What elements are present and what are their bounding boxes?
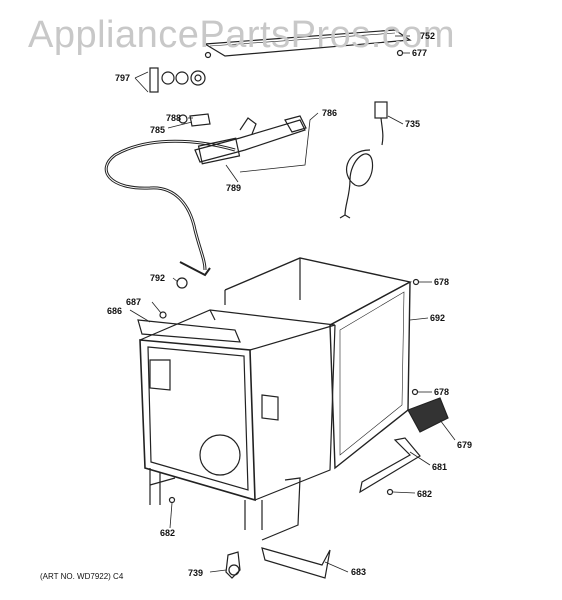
callout-735: 735: [405, 119, 421, 129]
leader-lines: [129, 35, 456, 573]
callout-678-upper: 678: [434, 277, 450, 287]
screw-part: [168, 496, 176, 504]
leveling-leg-part: [225, 551, 241, 579]
top-panel-part: [203, 29, 412, 57]
clip-part: [159, 311, 167, 319]
callout-752: 752: [420, 31, 436, 41]
callout-739: 739: [188, 568, 204, 578]
strip-part: [137, 319, 241, 343]
screw-part: [204, 51, 212, 59]
callout-683: 683: [351, 567, 367, 577]
nut-part: [176, 277, 188, 289]
callout-686: 686: [107, 306, 123, 316]
callout-677: 677: [412, 48, 428, 58]
callout-786: 786: [322, 108, 338, 118]
tub-assembly-part: [139, 309, 336, 541]
callout-681: 681: [432, 462, 448, 472]
foot-part: [407, 397, 449, 433]
cabinet-part: [224, 257, 412, 470]
callout-785: 785: [150, 125, 166, 135]
power-cord-part: [339, 101, 388, 219]
callout-692: 692: [430, 313, 446, 323]
callout-788: 788: [166, 113, 182, 123]
fitting-part: [189, 113, 211, 127]
o-ring-part: [178, 114, 188, 124]
screw-part: [396, 49, 404, 57]
callout-687: 687: [126, 297, 142, 307]
callout-792: 792: [150, 273, 166, 283]
callout-678-lower: 678: [434, 387, 450, 397]
art-number: (ART NO. WD7922) C4: [40, 572, 124, 581]
leg-rail-part: [359, 437, 421, 494]
watermark: AppliancePartsPros.com: [28, 14, 456, 56]
callout-789: 789: [226, 183, 242, 193]
valve-assembly-part: [149, 67, 206, 93]
callout-682-left: 682: [160, 528, 176, 538]
manifold-part: [194, 119, 306, 163]
screw-part: [411, 388, 419, 396]
callout-797: 797: [115, 73, 131, 83]
screw-part: [386, 488, 394, 496]
callout-679: 679: [457, 440, 473, 450]
bracket-part: [261, 547, 331, 579]
screw-part: [412, 278, 420, 286]
callout-682-right: 682: [417, 489, 433, 499]
